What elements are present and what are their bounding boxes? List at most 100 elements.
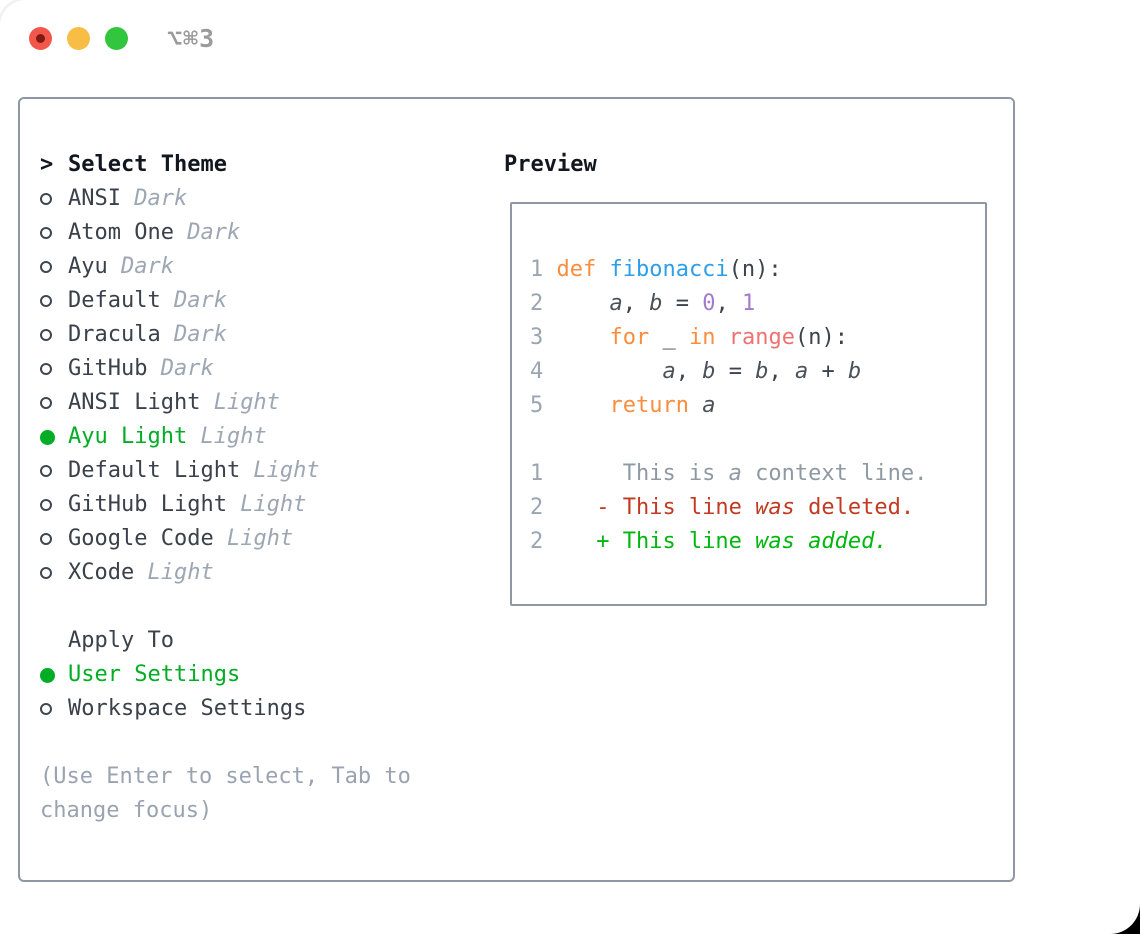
line-number: 4 (530, 359, 544, 384)
code-token (689, 393, 702, 418)
select-theme-header: Select Theme (68, 152, 227, 177)
code-line: 2 + This line was added. (530, 525, 985, 559)
option-label: Ayu Light (68, 424, 188, 449)
option-label: ANSI (68, 186, 121, 211)
preview-header: Preview (504, 152, 597, 177)
theme-option[interactable]: XCode Light (40, 556, 490, 590)
code-token: context line. (741, 461, 928, 486)
option-variant-label: Dark (107, 254, 174, 279)
line-number: 2 (530, 529, 544, 554)
close-button[interactable] (29, 27, 52, 50)
option-label: Default (68, 288, 161, 313)
maximize-button[interactable] (105, 27, 128, 50)
code-token: was (755, 495, 795, 520)
code-line: 2 a, b = 0, 1 (530, 287, 985, 321)
code-token: - This line (556, 495, 756, 520)
code-token: + (808, 359, 848, 384)
code-line (530, 423, 985, 457)
option-label: Dracula (68, 322, 161, 347)
theme-option[interactable]: Google Code Light (40, 522, 490, 556)
apply-to-header: Apply To (68, 628, 174, 653)
code-token: 1 (741, 291, 756, 316)
option-label: Workspace Settings (68, 696, 307, 721)
theme-option[interactable]: ANSI Dark (40, 182, 490, 216)
radio-icon (40, 703, 52, 715)
code-token (556, 359, 662, 384)
option-label: ANSI Light (68, 390, 201, 415)
option-variant-label: Light (226, 492, 307, 517)
radio-selected-icon (40, 429, 55, 445)
theme-option[interactable]: ANSI Light Light (40, 386, 490, 420)
option-label: Default Light (68, 458, 241, 483)
code-token (556, 291, 609, 316)
option-variant-label: Light (134, 560, 214, 585)
code-token: + This line (556, 529, 756, 554)
theme-option[interactable]: Ayu Light Light (40, 420, 490, 454)
radio-icon (40, 329, 52, 341)
option-variant-label: Light (213, 526, 294, 551)
radio-icon (40, 363, 52, 375)
code-token: a (662, 359, 676, 384)
radio-icon (40, 193, 52, 205)
code-line: 5 return a (530, 389, 985, 423)
theme-option[interactable]: Default Dark (40, 284, 490, 318)
code-token: , (768, 359, 795, 384)
apply-to-option[interactable]: Workspace Settings (40, 692, 490, 726)
code-token: a (609, 291, 623, 316)
theme-option[interactable]: Default Light Light (40, 454, 490, 488)
code-token: def (556, 257, 610, 282)
code-token: = (662, 291, 703, 316)
theme-option[interactable]: Atom One Dark (40, 216, 490, 250)
theme-option[interactable]: GitHub Light Light (40, 488, 490, 522)
code-line: 2 - This line was deleted. (530, 491, 985, 525)
line-number: 1 (530, 461, 544, 486)
code-token: 0 (702, 291, 716, 316)
code-token: b (702, 359, 716, 384)
apply-to-option[interactable]: User Settings (40, 658, 490, 692)
code-token: fibonacci (609, 257, 729, 282)
line-number: 3 (530, 325, 544, 350)
code-line: 3 for _ in range(n): (530, 321, 985, 355)
keyboard-hint: (Use Enter to select, Tab to change focu… (40, 764, 411, 823)
option-label: GitHub (68, 356, 148, 381)
code-token: range (728, 325, 795, 350)
code-token: for (609, 325, 650, 350)
select-theme-header-row: > Select Theme (40, 148, 490, 182)
theme-option[interactable]: Ayu Dark (40, 250, 490, 284)
option-label: Google Code (68, 526, 214, 551)
code-token: , (715, 291, 742, 316)
code-token: b (755, 359, 769, 384)
code-token: , (675, 359, 703, 384)
radio-icon (40, 499, 52, 511)
radio-icon (40, 261, 52, 273)
radio-icon (40, 397, 52, 409)
code-token: return (609, 393, 689, 418)
window-title-shortcut: ⌥⌘3 (167, 24, 216, 53)
code-token: in (688, 325, 716, 350)
option-variant-label: Light (187, 424, 267, 449)
theme-option[interactable]: GitHub Dark (40, 352, 490, 386)
code-token: deleted. (794, 495, 915, 520)
option-variant-label: Light (200, 390, 280, 415)
code-line: 1 This is a context line. (530, 457, 985, 491)
option-variant-label: Light (240, 458, 320, 483)
option-label: User Settings (68, 662, 241, 687)
code-token: , (622, 291, 650, 316)
code-token: a (794, 359, 809, 384)
prompt-icon: > (40, 152, 54, 177)
code-token: a (702, 393, 716, 418)
minimize-button[interactable] (67, 27, 90, 50)
line-number: 5 (530, 393, 544, 418)
radio-selected-icon (40, 667, 55, 683)
code-line: 4 a, b = b, a + b (530, 355, 985, 389)
theme-option[interactable]: Dracula Dark (40, 318, 490, 352)
option-label: XCode (68, 560, 135, 585)
